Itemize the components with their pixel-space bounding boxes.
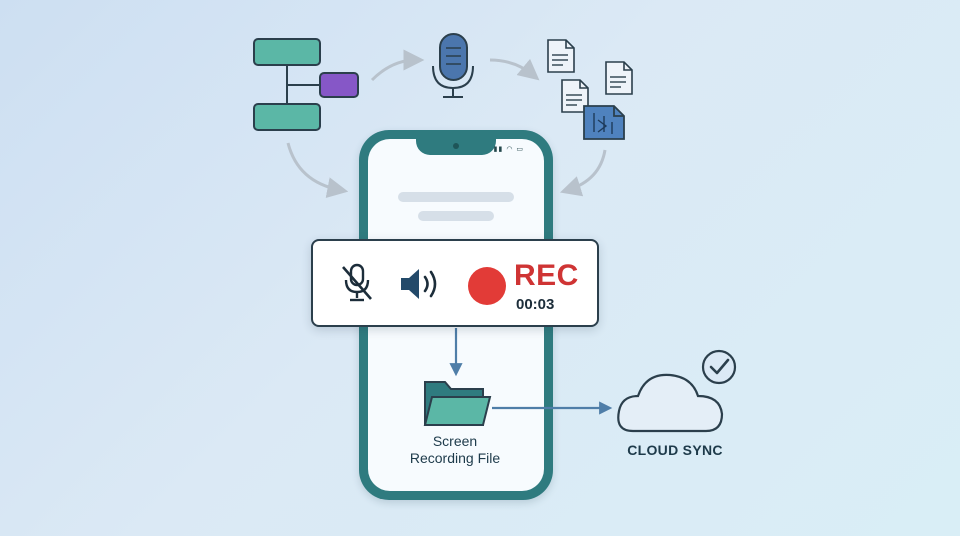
record-dot-icon[interactable] (468, 267, 506, 305)
check-circle-icon (701, 349, 737, 385)
flowchart-icon (253, 38, 359, 131)
arrow-mic-to-docs (489, 58, 540, 81)
recording-control-bar: REC 00:03 (311, 239, 599, 327)
speaker-icon[interactable] (398, 266, 442, 302)
recording-timer: 00:03 (516, 296, 555, 313)
arrow-docs-to-phone (559, 149, 607, 197)
mic-off-icon[interactable] (340, 263, 374, 303)
cloud-icon (617, 373, 724, 433)
arrow-flowchart-to-phone (286, 142, 349, 198)
arrow-flowchart-to-mic (370, 49, 425, 82)
document-stack-icon (547, 39, 633, 140)
folder-icon (423, 381, 492, 426)
screen-placeholder-line (398, 192, 514, 202)
screen-placeholder-line (418, 211, 494, 221)
file-label-line1: Screen (432, 433, 478, 449)
status-indicators: ▮▮ ◠ ▭ (493, 146, 524, 153)
file-label-line2: Recording File (409, 450, 501, 466)
cloud-sync-label: CLOUD SYNC (627, 442, 723, 458)
microphone-icon (432, 33, 474, 98)
rec-label: REC (514, 259, 579, 292)
file-label: Screen Recording File (380, 433, 530, 467)
phone-notch (416, 138, 496, 155)
